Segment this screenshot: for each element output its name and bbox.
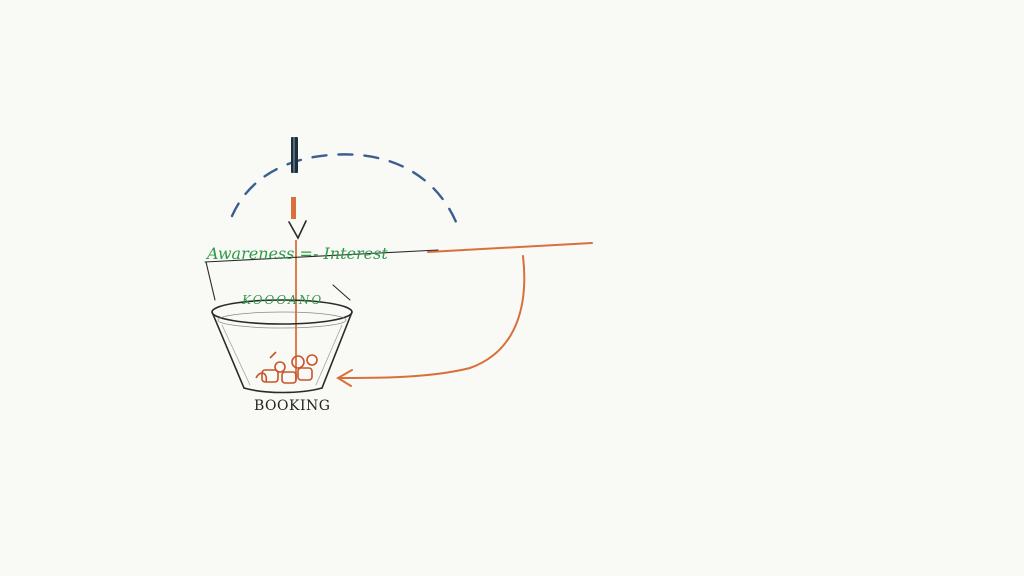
- return-loop-curve: [339, 255, 526, 379]
- booking-label: BOOKING: [254, 398, 330, 414]
- awareness-label: Awareness =: [205, 244, 313, 263]
- funnel: [204, 249, 439, 394]
- return-loop: [427, 242, 593, 253]
- top-marker: [291, 137, 298, 173]
- interest-label: - Interest: [313, 244, 388, 263]
- funnel-contents: [255, 351, 318, 384]
- return-arrowhead: [336, 369, 353, 387]
- down-arrow: [288, 197, 307, 240]
- dashed-arc: [230, 153, 462, 234]
- funnel-inner-label: KOOOANO: [241, 293, 323, 307]
